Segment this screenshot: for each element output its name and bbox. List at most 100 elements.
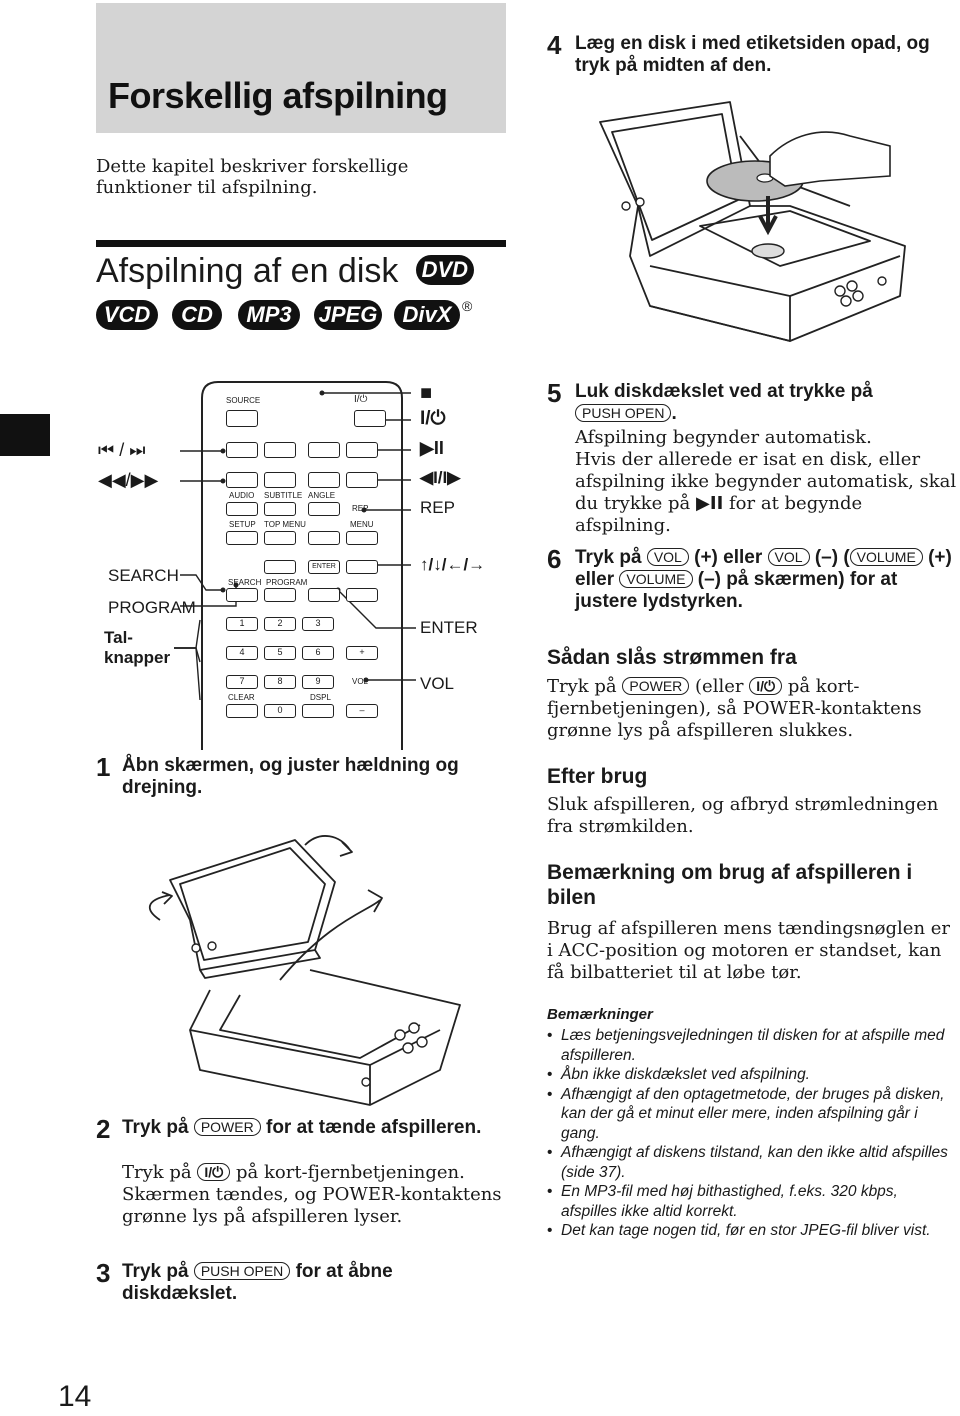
remote-subtitle-button[interactable] <box>264 502 296 516</box>
play-pause-symbol: ▶II <box>696 493 724 514</box>
remote-slow-back-button[interactable] <box>308 472 340 488</box>
step-5-body-1: Afspilning begynder automatisk. <box>575 427 872 448</box>
remote-left-button[interactable] <box>264 560 296 574</box>
note-item: Det kan tage nogen tid, før en stor JPEG… <box>547 1221 957 1241</box>
side-tab <box>0 414 50 456</box>
remote-outline-graphic <box>174 381 416 750</box>
label-vol: VOL <box>420 674 455 693</box>
remote-stop-button[interactable] <box>308 442 340 458</box>
step-6-text-3: (–) <box>814 547 839 568</box>
power-key-label: POWER <box>193 1118 261 1136</box>
remote-search-text: SEARCH <box>228 578 262 587</box>
power-off-text-2: (eller <box>695 676 744 697</box>
remote-forward-button[interactable] <box>264 472 296 488</box>
power-off-text-3: på kort-fjernbetjeningen), så POWER-kont… <box>547 676 922 741</box>
step-2-head-post: for at tænde afspilleren. <box>266 1117 482 1138</box>
badge-dvd: DVD <box>415 255 474 285</box>
chapter-title: Forskellig afspilning <box>108 75 448 116</box>
remote-menu-text: MENU <box>350 520 374 529</box>
step-2-body: Tryk på I/⏻ på kort-fjernbetjeningen. Sk… <box>122 1162 514 1228</box>
remote-power-text: I/⏻ <box>354 394 368 405</box>
label-stop: ■ <box>420 382 433 404</box>
label-slow: ◀I/I▶ <box>420 468 461 487</box>
remote-digit-6[interactable]: 6 <box>302 646 334 660</box>
step-6-text-2: (+) eller <box>694 547 763 568</box>
label-arrows: ↑/↓/←/→ <box>420 555 486 574</box>
remote-rep-text: REP <box>352 504 369 513</box>
remote-digit-3[interactable]: 3 <box>302 617 334 631</box>
car-note-heading: Bemærkning om brug af afspilleren i bile… <box>547 861 913 909</box>
step-5-body-3: for at begynde afspilning. <box>575 493 863 536</box>
remote-search-button[interactable] <box>226 588 258 602</box>
note-item: Læs betjeningsvejledningen til disken fo… <box>547 1026 957 1065</box>
volume-key-label-2: VOLUME <box>619 570 693 588</box>
remote-play-pause-button[interactable] <box>346 442 378 458</box>
volume-key-label: VOLUME <box>849 548 923 566</box>
remote-vol-text: VOL <box>352 677 369 686</box>
vol-key-label-2: VOL <box>767 548 810 566</box>
badge-vcd: VCD <box>96 300 158 330</box>
remote-digit-4[interactable]: 4 <box>226 646 258 660</box>
remote-enter-button[interactable]: ENTER <box>308 560 340 574</box>
note-item: Afhængigt af diskens tilstand, kan den i… <box>547 1143 957 1182</box>
notes-heading: Bemærkninger <box>547 1006 653 1023</box>
note-item: Åbn ikke diskdækslet ved afspilning. <box>547 1065 957 1085</box>
step-6-heading: Tryk på VOL (+) eller VOL (–) (VOLUME (+… <box>575 547 955 613</box>
disc-format-badges: VCD CD MP3 JPEG DivX ® <box>96 298 506 334</box>
remote-down-button[interactable] <box>308 588 340 602</box>
remote-vol-minus-button[interactable]: – <box>346 704 378 718</box>
remote-rewind-button[interactable] <box>226 472 258 488</box>
remote-clear-button[interactable] <box>226 704 258 718</box>
remote-repeat-ab-button[interactable] <box>346 588 378 602</box>
remote-menu-button[interactable] <box>346 531 378 545</box>
remote-setup-button[interactable] <box>226 531 258 545</box>
remote-power-button[interactable] <box>354 410 386 427</box>
remote-digit-8[interactable]: 8 <box>264 675 296 689</box>
remote-digit-1[interactable]: 1 <box>226 617 258 631</box>
step-5-number: 5 <box>547 378 562 408</box>
remote-dspl-button[interactable] <box>302 704 334 718</box>
remote-source-button[interactable] <box>226 410 258 427</box>
note-item: Afhængigt af den optagetmetode, der brug… <box>547 1085 957 1144</box>
page-number: 14 <box>58 1380 92 1413</box>
step-2-heading: Tryk på POWER for at tænde afspilleren. <box>122 1117 512 1139</box>
chapter-title-box: Forskellig afspilning <box>96 3 506 133</box>
step-2-body-pre: Tryk på <box>122 1162 192 1183</box>
remote-top-menu-button[interactable] <box>264 531 296 545</box>
label-power: I/⏻ <box>420 408 446 429</box>
remote-digit-2[interactable]: 2 <box>264 617 296 631</box>
remote-top-menu-text: TOP MENU <box>264 520 306 529</box>
remote-up-button[interactable] <box>308 531 340 545</box>
after-use-text: Sluk afspilleren, og afbryd strømledning… <box>547 794 939 837</box>
remote-next-button[interactable] <box>264 442 296 458</box>
badge-divx: DivX <box>394 300 460 330</box>
remote-digit-0[interactable]: 0 <box>264 704 296 718</box>
remote-prev-button[interactable] <box>226 442 258 458</box>
remote-digit-9[interactable]: 9 <box>302 675 334 689</box>
step-5-heading: Luk diskdækslet ved at trykke på PUSH OP… <box>575 381 953 425</box>
remote-digit-5[interactable]: 5 <box>264 646 296 660</box>
disc-insert-illustration <box>599 101 906 342</box>
remote-vol-plus-button[interactable]: + <box>346 646 378 660</box>
push-open-key-label: PUSH OPEN <box>193 1262 291 1280</box>
step-6-text-5: (+) eller <box>575 547 952 590</box>
step-3-number: 3 <box>96 1258 111 1288</box>
remote-digit-7[interactable]: 7 <box>226 675 258 689</box>
remote-audio-button[interactable] <box>226 502 258 516</box>
label-play-pause: ▶II <box>420 438 444 458</box>
step-5-body-2: Hvis der allerede er isat en disk, eller… <box>575 449 957 514</box>
label-number-buttons: Tal- knapper <box>104 628 171 667</box>
remote-power-key-label-2: I/⏻ <box>749 677 783 695</box>
remote-subtitle-text: SUBTITLE <box>264 491 303 500</box>
step-5-head-post: . <box>671 403 677 424</box>
remote-program-button[interactable] <box>264 588 296 602</box>
step-2-number: 2 <box>96 1114 111 1144</box>
remote-slow-forward-button[interactable] <box>346 472 378 488</box>
remote-right-button[interactable] <box>346 560 378 574</box>
step-5-body: Afspilning begynder automatisk. Hvis der… <box>575 427 957 537</box>
step-5-head: Luk diskdækslet ved at trykke på <box>575 381 873 402</box>
remote-angle-button[interactable] <box>308 502 340 516</box>
remote-setup-text: SETUP <box>229 520 256 529</box>
notes-list: Læs betjeningsvejledningen til disken fo… <box>547 1026 957 1241</box>
remote-source-text: SOURCE <box>226 396 261 405</box>
